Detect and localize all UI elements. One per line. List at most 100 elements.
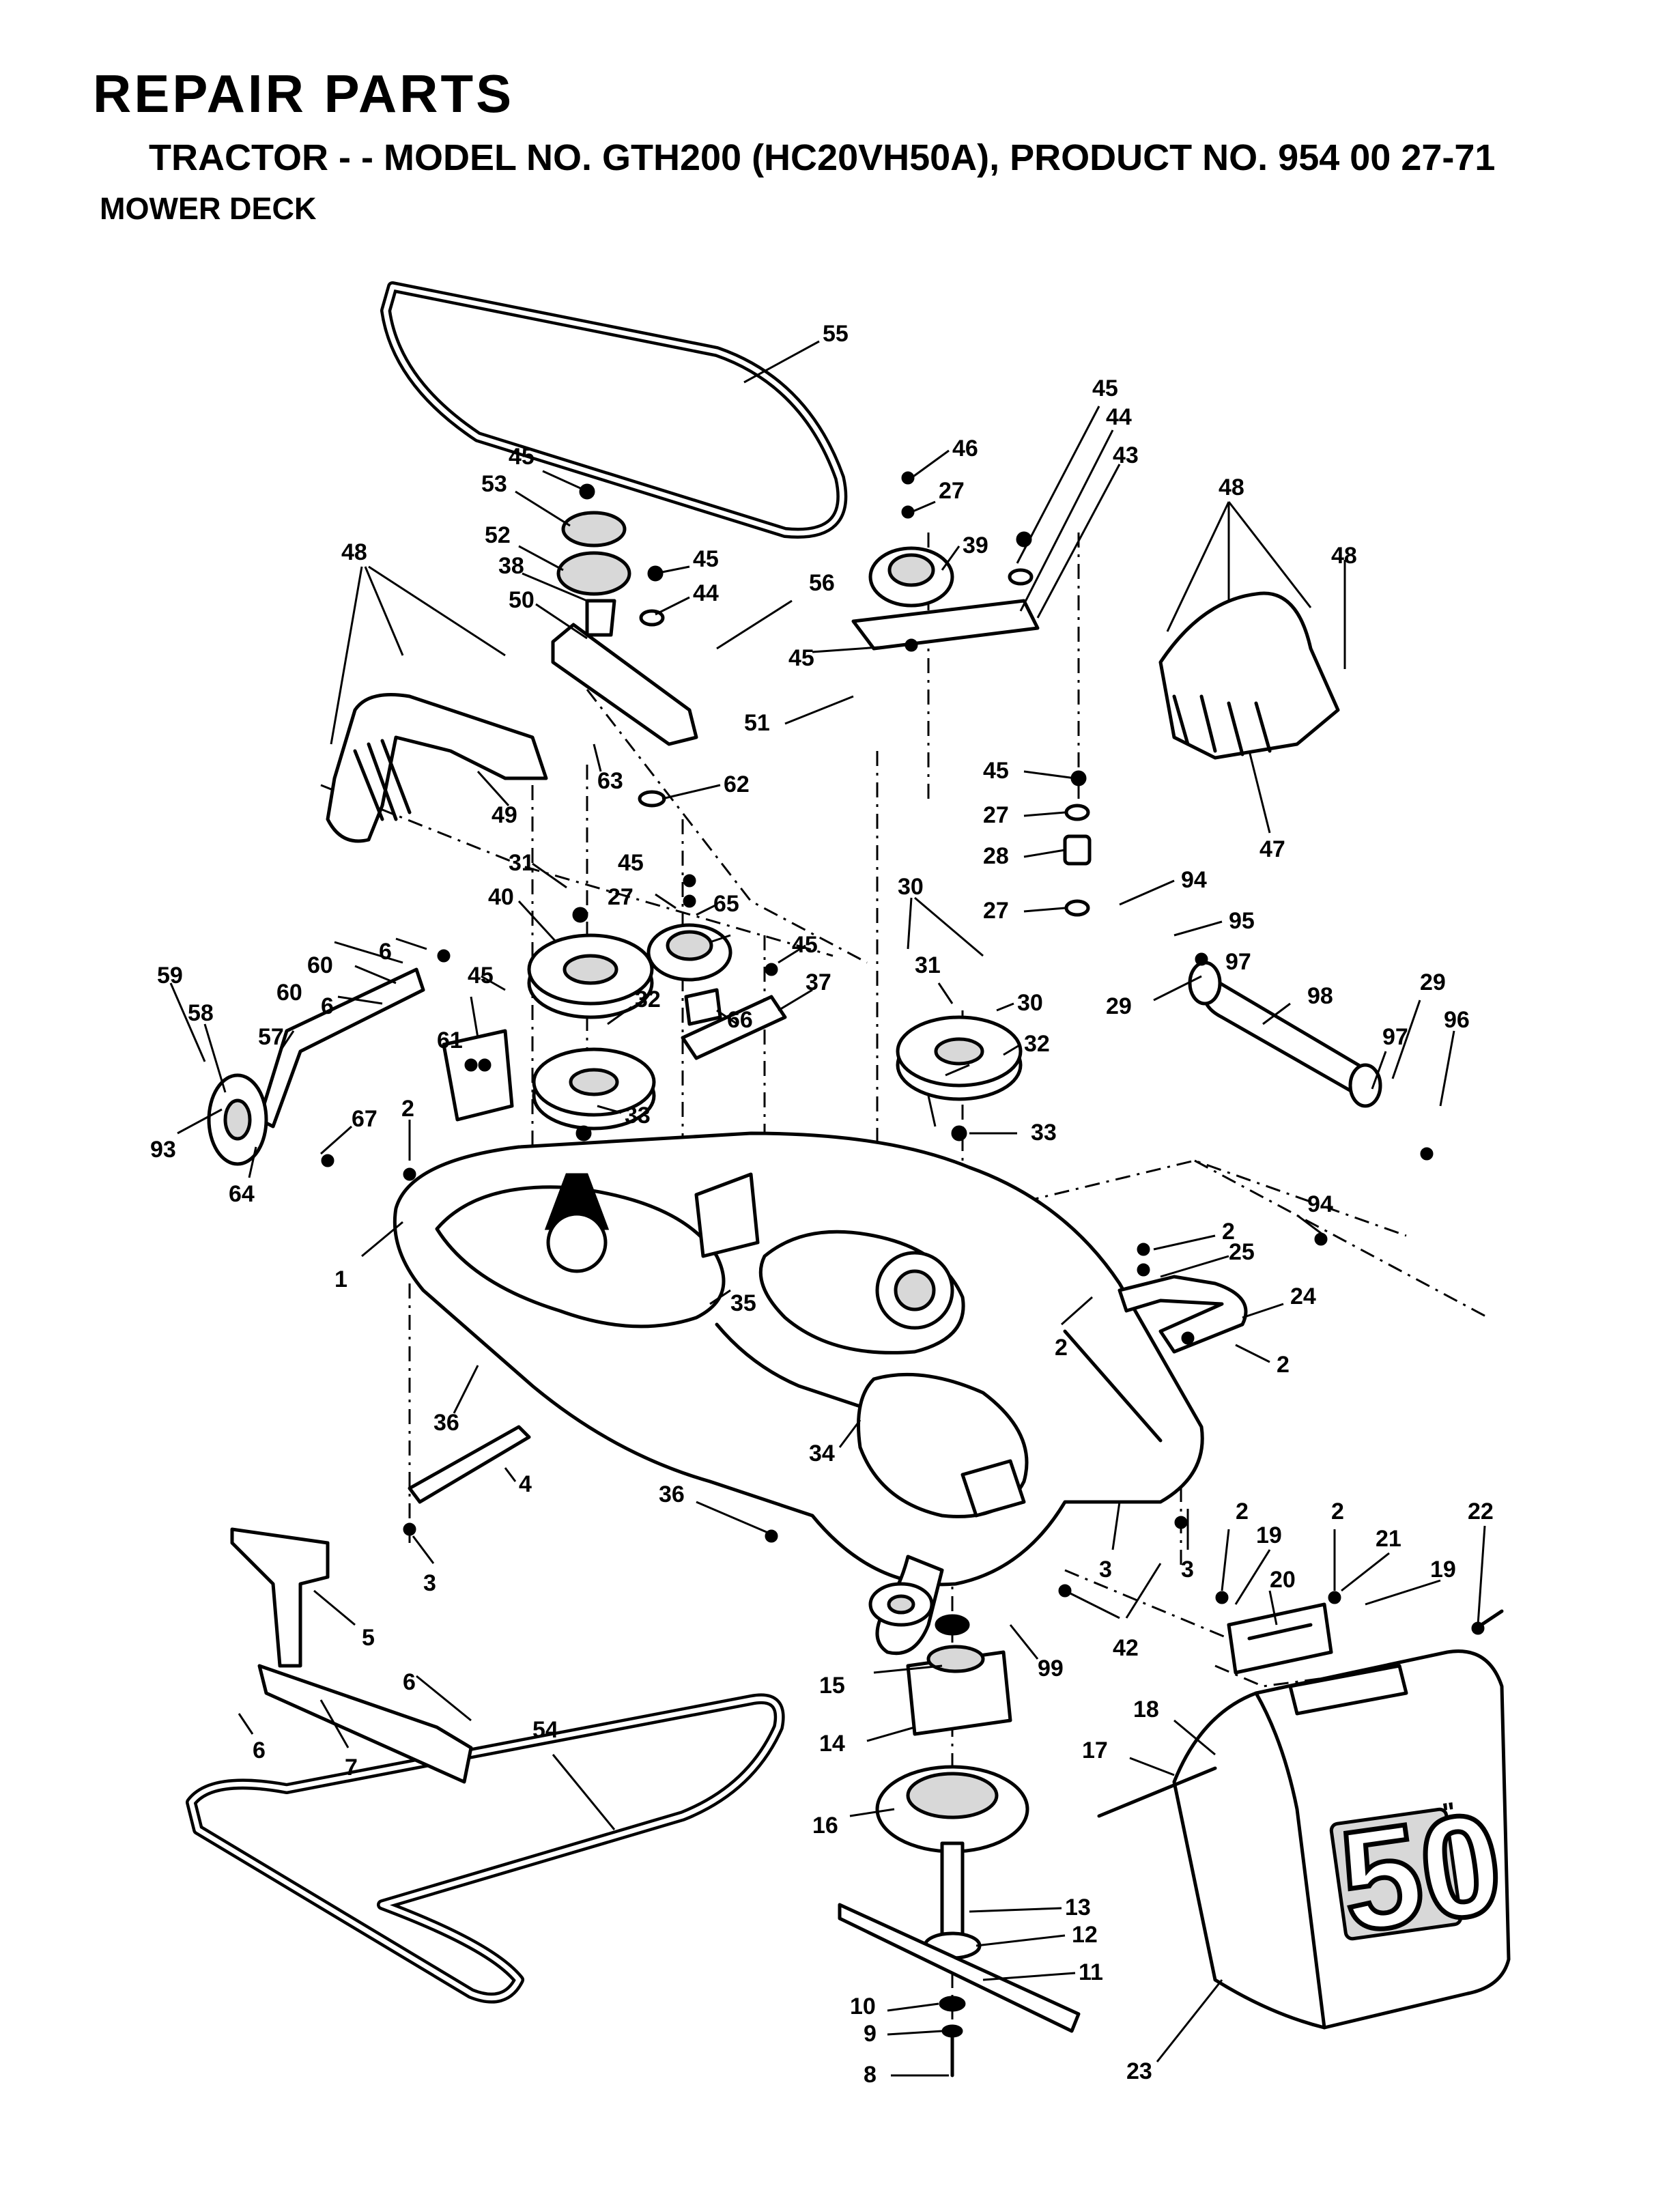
callout: 22 — [1468, 1499, 1494, 1524]
callout: 60 — [307, 952, 333, 978]
idler-arm-50 — [551, 599, 698, 746]
blade-11 — [838, 1903, 1081, 2033]
callout: 3 — [423, 1570, 436, 1596]
spindle-housing-14 — [906, 1645, 1012, 1736]
callout: 94 — [1181, 867, 1207, 893]
pulley-65 — [646, 923, 732, 982]
callout: 8 — [864, 2062, 877, 2088]
callout: 98 — [1307, 983, 1333, 1009]
callout: 54 — [532, 1717, 558, 1743]
callout: 6 — [379, 939, 392, 965]
decal-size-label: 50 — [1331, 1782, 1511, 1963]
bracket-66 — [684, 988, 722, 1026]
callout: 46 — [952, 436, 978, 462]
roller-98 — [1188, 961, 1382, 1108]
callout: 97 — [1225, 949, 1251, 975]
callout: 4 — [519, 1471, 532, 1497]
callout: 95 — [1229, 908, 1255, 934]
callout: 2 — [1236, 1499, 1249, 1524]
callout: 99 — [1038, 1656, 1064, 1682]
callout: 48 — [1331, 543, 1357, 569]
lift-link-24 — [1117, 1275, 1248, 1354]
callout: 43 — [1113, 442, 1139, 468]
callout: 31 — [915, 952, 941, 978]
callout: 44 — [693, 580, 719, 606]
callout: 66 — [727, 1007, 753, 1033]
pulley-39 — [868, 546, 954, 608]
callout: 50 — [509, 587, 535, 613]
spindle-guard-16 — [875, 1765, 1029, 1854]
callout: 23 — [1126, 2058, 1152, 2084]
callout: 61 — [437, 1027, 463, 1053]
callout: 44 — [1106, 404, 1132, 430]
callout: 33 — [625, 1103, 651, 1129]
bracket-37 — [681, 995, 787, 1060]
callout: 6 — [403, 1669, 416, 1695]
callout: 52 — [485, 522, 511, 548]
pivot-rod-22 — [1479, 1609, 1504, 1627]
callout: 45 — [983, 758, 1009, 784]
callout: 49 — [492, 802, 517, 828]
model-subtitle: TRACTOR - - MODEL NO. GTH200 (HC20VH50A)… — [149, 137, 1496, 178]
callout: 15 — [819, 1673, 845, 1699]
callout: 36 — [659, 1481, 685, 1507]
callout: 51 — [744, 710, 770, 736]
callout: 18 — [1133, 1697, 1159, 1722]
callout: 94 — [1307, 1191, 1333, 1217]
callout: 24 — [1290, 1283, 1316, 1309]
callout: 28 — [983, 843, 1009, 869]
height-rod-17 — [1097, 1766, 1217, 1818]
callout: 47 — [1259, 836, 1285, 862]
callout: 56 — [809, 570, 835, 596]
callout: 60 — [276, 980, 302, 1006]
belt-cover-47 — [1158, 591, 1340, 760]
callout: 32 — [1024, 1031, 1050, 1057]
gauge-wheel-58 — [207, 1073, 268, 1166]
callout: 27 — [983, 898, 1009, 924]
deflector-decal: 50 " — [1328, 1779, 1513, 1965]
callout: 32 — [635, 987, 661, 1012]
callout: 64 — [229, 1181, 255, 1207]
idler-bracket-43 — [851, 599, 1040, 651]
spindle-shaft-13 — [923, 1841, 982, 1960]
pulley-40 — [527, 933, 654, 1019]
callout: 19 — [1430, 1557, 1456, 1583]
callout: 25 — [1229, 1239, 1255, 1265]
pulley-32-right — [896, 1015, 1023, 1101]
callout: 2 — [1331, 1499, 1344, 1524]
hardware — [321, 471, 1485, 1635]
callout: 48 — [1219, 474, 1244, 500]
callout: 20 — [1270, 1567, 1296, 1593]
pulley-53-52 — [556, 511, 631, 596]
callout: 62 — [724, 771, 750, 797]
callout: 45 — [1092, 375, 1118, 401]
callout: 21 — [1376, 1526, 1401, 1552]
bracket-61 — [442, 1029, 514, 1122]
callout: 34 — [809, 1441, 835, 1466]
callout: 2 — [1055, 1335, 1068, 1361]
callout: 40 — [488, 884, 514, 910]
callout: 59 — [157, 963, 183, 989]
lift-bar-7 — [257, 1664, 473, 1784]
callout: 39 — [963, 533, 988, 558]
callout: 10 — [850, 1994, 876, 2019]
section-label: MOWER DECK — [100, 191, 317, 226]
callout: 16 — [812, 1813, 838, 1839]
callout: 19 — [1256, 1522, 1282, 1548]
bracket-5 — [230, 1527, 330, 1668]
callout: 55 — [823, 321, 849, 347]
callout: 57 — [258, 1024, 284, 1050]
callout: 13 — [1065, 1895, 1091, 1920]
callout: 3 — [1099, 1557, 1112, 1583]
callout: 65 — [713, 891, 739, 917]
belt-54 — [186, 1693, 785, 2004]
idler-pulley-99 — [868, 1582, 934, 1627]
callout: 3 — [1181, 1557, 1194, 1583]
callout: 12 — [1072, 1922, 1098, 1948]
callout: 17 — [1082, 1737, 1108, 1763]
discharge-deflector-23 — [1172, 1649, 1511, 2030]
callout: 30 — [1017, 990, 1043, 1016]
callout: 45 — [788, 645, 814, 671]
callout: 2 — [1277, 1352, 1290, 1378]
